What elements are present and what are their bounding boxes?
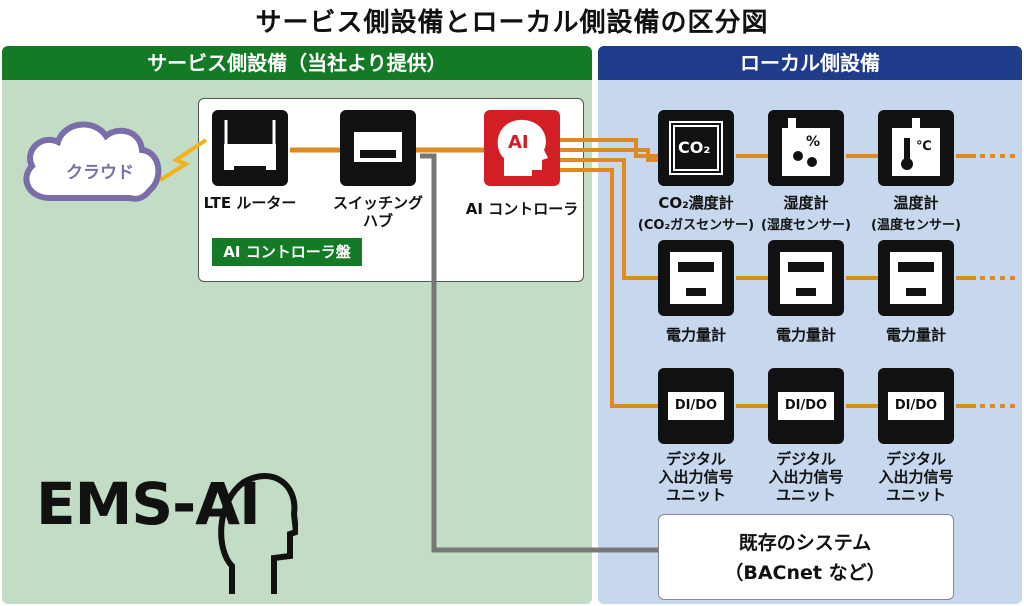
svg-text:%: % — [806, 134, 820, 150]
dido-label-1: デジタル — [666, 450, 726, 468]
power-meter-icon — [878, 240, 954, 316]
power-meter-label: 電力量計 — [775, 326, 836, 344]
dido-label-2: 入出力信号 — [768, 468, 844, 486]
dido-icon-text: DI/DO — [668, 392, 724, 420]
dido-icon-text: DI/DO — [778, 392, 834, 420]
ai-controller-label: AI コントローラ — [465, 200, 579, 218]
ems-ai-head-icon — [218, 473, 298, 594]
svg-text:℃: ℃ — [916, 139, 932, 154]
co2-sensor-icon: CO₂ — [658, 110, 734, 186]
power-meter-label: 電力量計 — [885, 326, 946, 344]
link-co2-b — [560, 148, 660, 162]
cloud-label: クラウド — [66, 163, 134, 183]
dido-label-1: デジタル — [886, 450, 946, 468]
humidity-sublabel: (湿度センサー) — [761, 218, 851, 233]
co2-icon-text: CO₂ — [678, 138, 711, 157]
power-meter-icon — [658, 240, 734, 316]
link-dido — [560, 168, 660, 408]
switching-hub-label-2: ハブ — [362, 212, 393, 230]
existing-system-sublabel: （BACnet など） — [724, 562, 886, 584]
lte-router-label: LTE ルーター — [203, 194, 297, 212]
lte-router-icon — [212, 110, 288, 186]
existing-system-label: 既存のシステム — [738, 532, 872, 554]
dido-label-3: ユニット — [775, 486, 836, 504]
cloud-icon — [23, 121, 162, 202]
dido-unit-icon: DI/DO — [658, 368, 734, 444]
local-panel-header: ローカル側設備 — [598, 46, 1022, 80]
temperature-sensor-icon: ℃ — [878, 110, 954, 186]
switching-hub-label-1: スイッチング — [332, 194, 423, 212]
ai-controller-icon: AI — [484, 110, 560, 186]
dido-unit-icon: DI/DO — [878, 368, 954, 444]
dido-label-3: ユニット — [665, 486, 726, 504]
co2-sublabel: (CO₂ガスセンサー) — [637, 218, 755, 233]
temperature-label: 温度計 — [893, 194, 939, 212]
power-meter-icon — [768, 240, 844, 316]
humidity-sensor-icon: % — [768, 110, 844, 186]
dido-icon-text: DI/DO — [888, 392, 944, 420]
power-meter-label: 電力量計 — [665, 326, 726, 344]
wireless-link — [158, 138, 208, 182]
service-panel-header: サービス側設備（当社より提供） — [2, 46, 592, 80]
dido-unit-icon: DI/DO — [768, 368, 844, 444]
co2-label: CO₂濃度計 — [658, 194, 734, 212]
dido-label-2: 入出力信号 — [878, 468, 954, 486]
ai-controller-panel-label: AI コントローラ盤 — [212, 238, 362, 266]
dido-label-2: 入出力信号 — [658, 468, 734, 486]
dido-label-1: デジタル — [776, 450, 836, 468]
humidity-label: 湿度計 — [783, 194, 829, 212]
existing-system-box — [658, 514, 954, 600]
diagram-title: サービス側設備とローカル側設備の区分図 — [255, 8, 769, 38]
ai-icon-text: AI — [508, 132, 529, 153]
switching-hub-icon — [340, 110, 416, 186]
temperature-sublabel: (温度センサー) — [871, 218, 961, 233]
link-existing-system — [420, 153, 658, 553]
dido-label-3: ユニット — [885, 486, 946, 504]
ems-ai-logo: EMS-AI — [36, 470, 261, 538]
link-meters — [560, 158, 660, 280]
